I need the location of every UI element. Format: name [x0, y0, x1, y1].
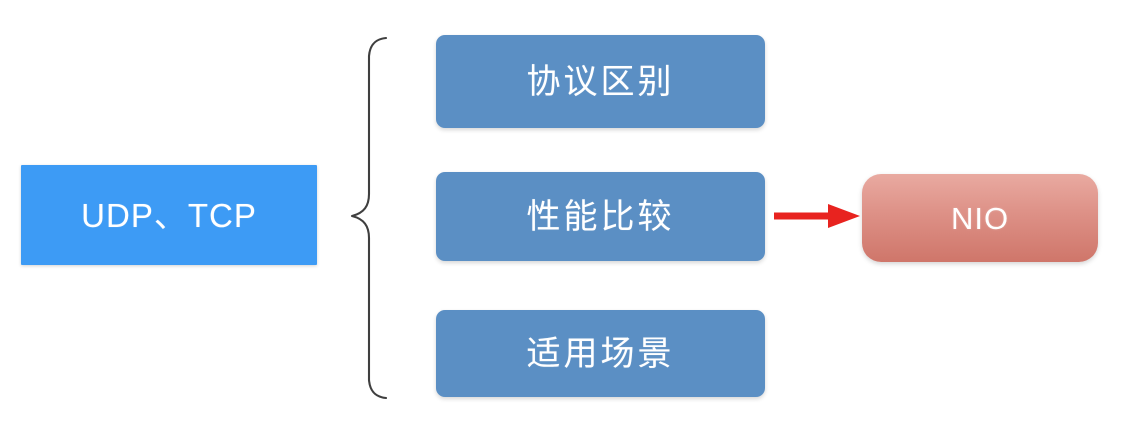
node-udp-tcp-label: UDP、TCP: [81, 196, 257, 234]
node-nio[interactable]: NIO: [862, 174, 1098, 262]
node-branch-applicable-scenario[interactable]: 适用场景: [436, 310, 765, 397]
brace-connector: [338, 34, 390, 402]
node-udp-tcp[interactable]: UDP、TCP: [21, 165, 317, 265]
arrow-connector: [770, 196, 862, 236]
node-branch-applicable-scenario-label: 适用场景: [526, 334, 675, 373]
node-nio-label: NIO: [950, 200, 1010, 236]
node-branch-performance-comparison[interactable]: 性能比较: [436, 172, 765, 261]
node-branch-protocol-difference[interactable]: 协议区别: [436, 35, 765, 128]
right-arrow-icon: [774, 204, 860, 228]
node-branch-protocol-difference-label: 协议区别: [526, 62, 675, 101]
node-branch-performance-comparison-label: 性能比较: [526, 197, 675, 236]
left-curly-brace-icon: [350, 36, 388, 400]
